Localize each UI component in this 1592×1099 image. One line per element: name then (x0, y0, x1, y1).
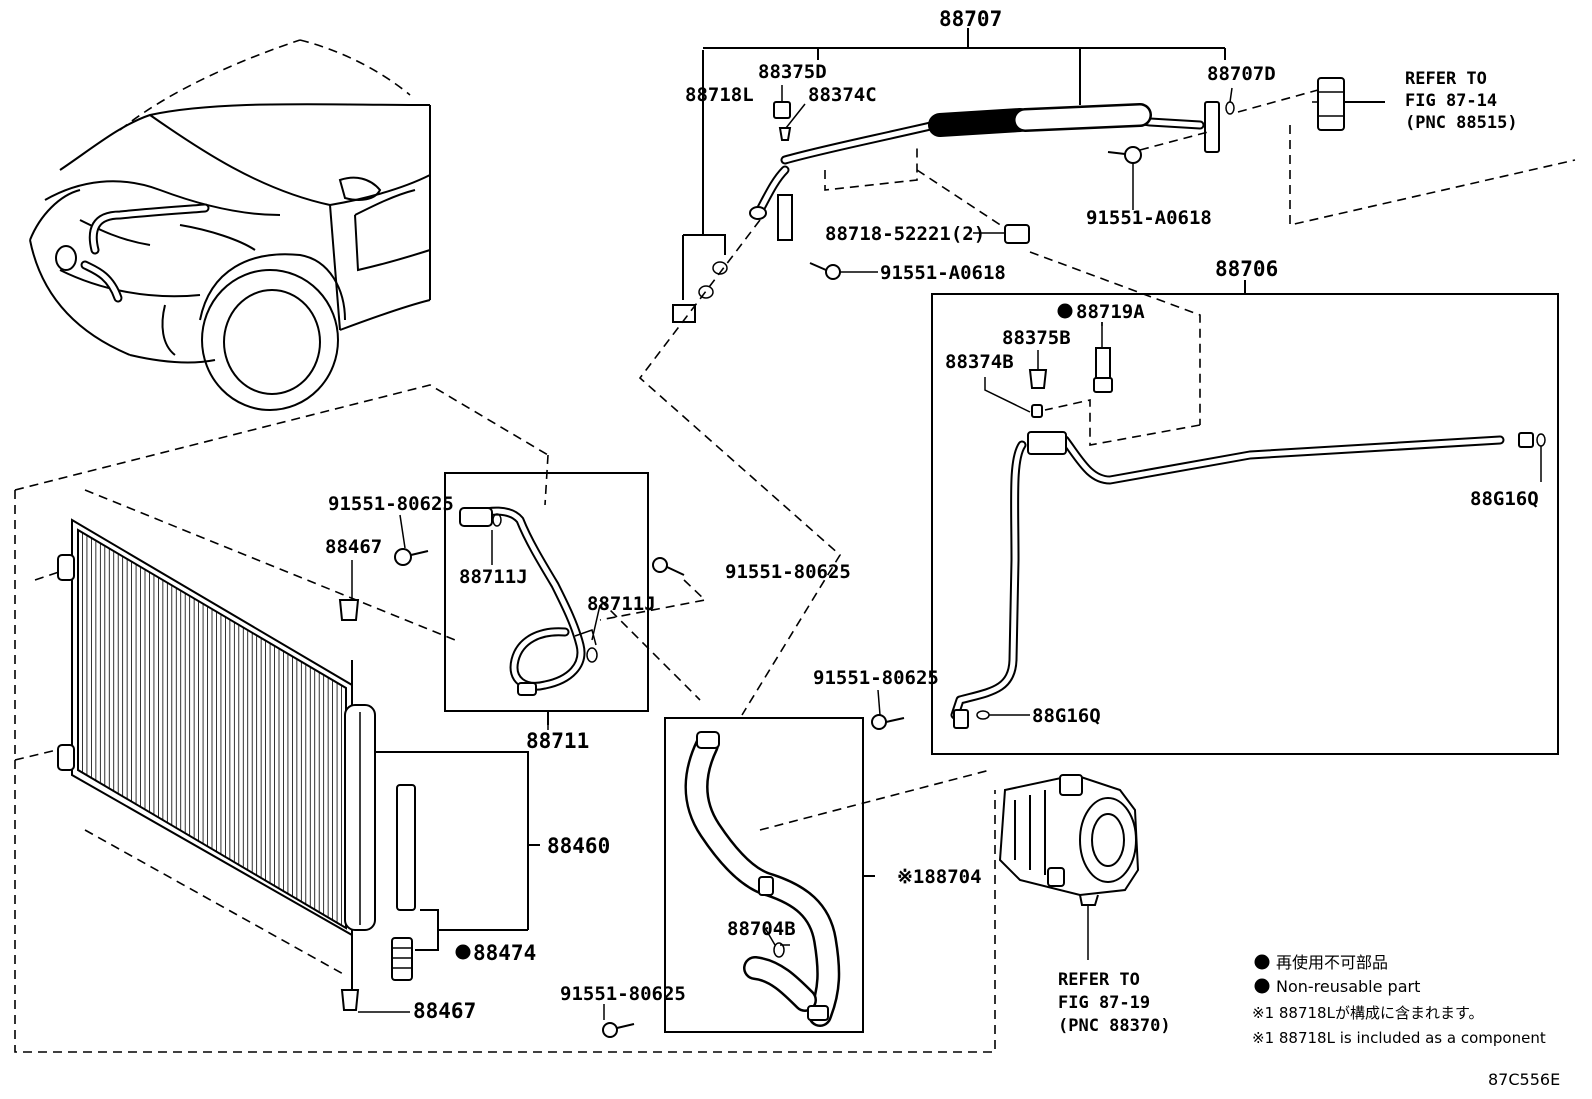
label-88719A: 88719A (1076, 301, 1145, 323)
condenser-fins (77, 530, 347, 928)
ref-compressor-line1: REFER TO (1058, 970, 1140, 990)
ref-top-line1: REFER TO (1405, 69, 1487, 89)
label-88374B: 88374B (945, 351, 1014, 373)
label-91551-80625-b: 91551-80625 (725, 561, 851, 583)
ref-compressor-line2: FIG 87-19 (1058, 993, 1150, 1013)
flange-bolt-icon (394, 548, 429, 566)
label-88706: 88706 (1215, 257, 1278, 281)
label-88704: ※188704 (897, 866, 982, 888)
ac-compressor (998, 773, 1140, 960)
label-88467-bottom: 88467 (413, 999, 476, 1023)
expansion-valve (1312, 77, 1385, 131)
label-91551-80625-d: 91551-80625 (560, 983, 686, 1005)
flange-bolt-icon (652, 557, 685, 576)
discharge-hose-88704 (664, 717, 864, 1033)
label-88711J-left: 88711J (459, 566, 528, 588)
label-88460: 88460 (547, 834, 610, 858)
filled-circle-icon (1254, 978, 1270, 994)
diagram-code: 87C556E (1488, 1070, 1560, 1089)
label-88718L: 88718L (685, 84, 754, 106)
filled-circle-icon (1057, 303, 1073, 319)
flange-bolt-icon (1107, 146, 1142, 164)
label-91551-80625-a: 91551-80625 (328, 493, 454, 515)
label-91551-A0618-mid: 91551-A0618 (880, 262, 1006, 284)
suction-pipe-88707 (599, 28, 1319, 831)
label-91551-80625-c: 91551-80625 (813, 667, 939, 689)
note-nonreusable-jp: 再使用不可部品 (1276, 953, 1388, 972)
vehicle-illustration (29, 39, 431, 411)
filled-circle-icon (455, 944, 471, 960)
ref-compressor-line3: (PNC 88370) (1058, 1016, 1171, 1036)
label-91551-A0618-top: 91551-A0618 (1086, 207, 1212, 229)
label-88G16Q-right: 88G16Q (1470, 488, 1539, 510)
label-88374C: 88374C (808, 84, 877, 106)
note-component-jp: ※1 88718Lが構成に含まれます。 (1252, 1004, 1483, 1022)
ref-top-line2: FIG 87-14 (1405, 91, 1497, 111)
liquid-pipe-88706 (931, 280, 1559, 755)
ref-top-line3: (PNC 88515) (1405, 113, 1518, 133)
discharge-pipe-88711 (444, 472, 649, 725)
label-88707: 88707 (939, 7, 1002, 31)
note-nonreusable-en: Non-reusable part (1276, 977, 1420, 996)
condenser-assembly (14, 384, 996, 1053)
label-88711J-right: 88711J (587, 593, 656, 615)
flange-bolt-icon (809, 262, 841, 280)
label-88375D: 88375D (758, 61, 827, 83)
flange-bolt-icon (602, 1022, 635, 1038)
label-88704B: 88704B (727, 918, 796, 940)
flange-bolt-icon (871, 714, 905, 730)
label-88707D: 88707D (1207, 63, 1276, 85)
label-88718-52221: 88718-52221(2) (825, 223, 985, 245)
label-88474: 88474 (473, 941, 536, 965)
label-88G16Q-low: 88G16Q (1032, 705, 1101, 727)
label-88375B: 88375B (1002, 327, 1071, 349)
label-88467-top: 88467 (325, 536, 382, 558)
note-component-en: ※1 88718L is included as a component (1252, 1029, 1546, 1047)
filled-circle-icon (1254, 954, 1270, 970)
label-88711: 88711 (526, 729, 589, 753)
